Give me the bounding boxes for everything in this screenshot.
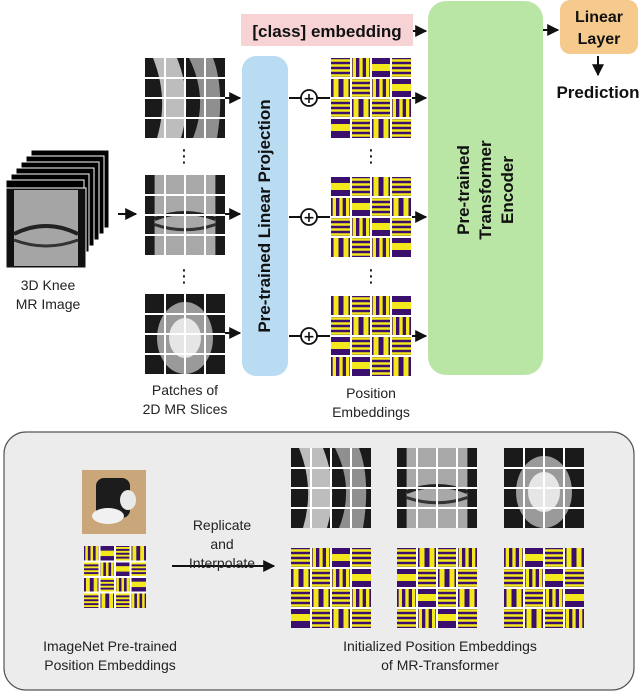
imagenet-sample-image [82,470,146,534]
linear-layer-label-2: Layer [578,31,621,48]
linear-layer-box [560,0,638,54]
patch-slice-1 [145,58,225,138]
initialized-embedding-1 [291,548,371,628]
patches-ellipsis-2: ⋮ [175,266,193,287]
initialized-patch-3 [504,448,584,528]
initialized-patch-2 [397,448,477,528]
patch-grids [145,58,225,374]
knee-mr-front-slice [5,187,87,269]
embedding-1 [331,58,411,138]
position-embedding-grids [331,58,411,376]
initialized-embedding-2 [397,548,477,628]
transformer-encoder-label: Pre-trained Transformer Encoder [454,140,517,240]
class-embedding-label: [class] embedding [252,22,401,41]
plus-icon: + [303,210,315,226]
embeddings-ellipsis-2: ⋮ [362,266,380,287]
patch-slice-2 [145,175,225,255]
patches-ellipsis-1: ⋮ [175,146,193,167]
linear-projection-label: Pre-trained Linear Projection [255,99,274,333]
embedding-2 [331,177,411,257]
plus-row-1: + [289,89,330,107]
prediction-label: Prediction [556,83,639,102]
embedding-3 [331,296,411,376]
patch-slice-3 [145,294,225,374]
linear-layer-label-1: Linear [575,9,623,26]
plus-icon: + [303,91,315,107]
bottom-panel-content [82,448,584,628]
plus-row-3: + [289,327,330,345]
plus-icon: + [303,329,315,345]
knee-mr-stack [5,149,110,269]
embeddings-ellipsis-1: ⋮ [362,146,380,167]
imagenet-embedding [84,546,146,608]
plus-row-2: + [289,208,330,226]
initialized-embedding-3 [504,548,584,628]
transformer-encoder-box [428,1,543,375]
initialized-patch-1 [291,448,371,528]
class-embedding-box [241,14,413,46]
linear-projection-box [242,56,288,376]
